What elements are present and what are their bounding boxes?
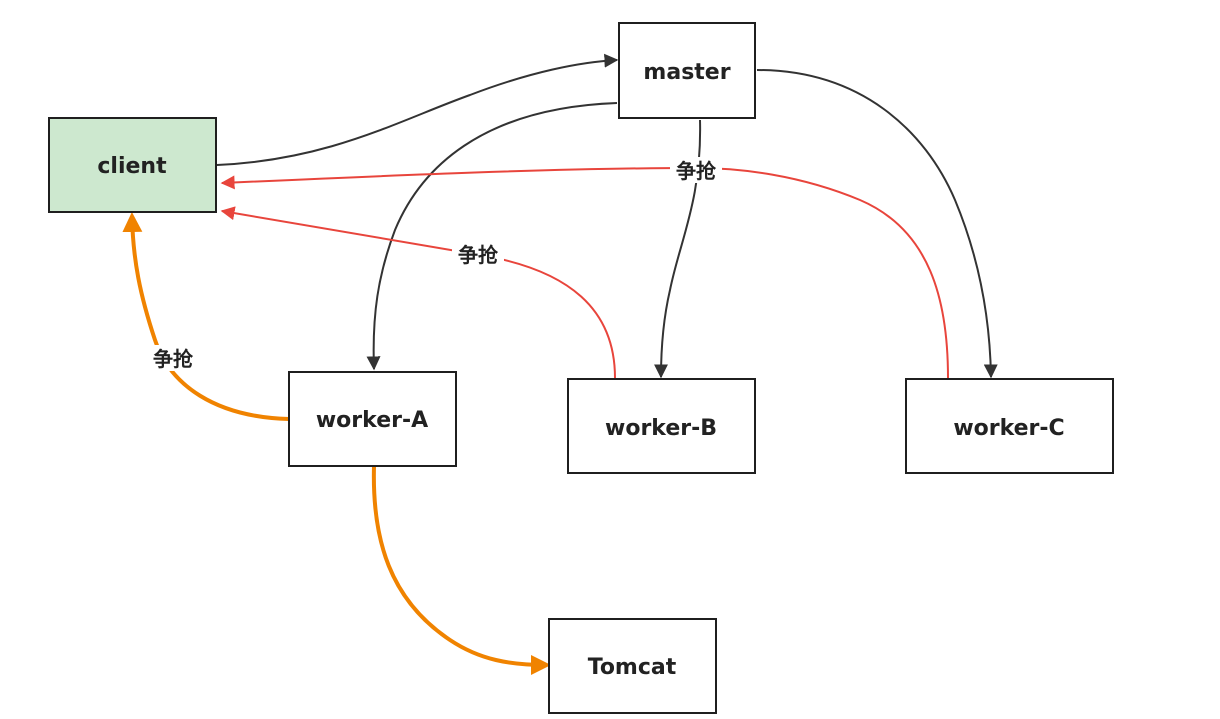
edge-label-text: 争抢 [676,159,717,183]
edge-label-text: 争抢 [458,243,499,267]
edge-client-to-master [216,53,619,166]
node-worker-a-label: worker-A [316,408,428,433]
edge-label-text: 争抢 [153,347,194,371]
node-tomcat-label: Tomcat [588,655,677,680]
node-tomcat[interactable]: Tomcat [548,618,717,714]
node-worker-a[interactable]: worker-A [288,371,457,467]
edge-master-to-worker-c [756,69,998,379]
edge-label-worker-b-to-client: 争抢 [452,241,504,267]
edge-worker-a-to-client [122,212,290,421]
node-worker-c-label: worker-C [953,416,1064,441]
edge-label-worker-a-to-client: 争抢 [147,345,199,371]
node-worker-b[interactable]: worker-B [567,378,756,474]
edge-worker-a-to-tomcat [371,465,551,675]
node-master-label: master [643,60,730,85]
edge-label-worker-c-to-client: 争抢 [670,157,722,183]
node-worker-b-label: worker-B [605,416,717,441]
node-client-label: client [97,154,167,179]
node-worker-c[interactable]: worker-C [905,378,1114,474]
node-master[interactable]: master [618,22,756,119]
node-client[interactable]: client [48,117,217,213]
edge-worker-c-to-client [220,166,949,379]
edge-master-to-worker-a [366,102,618,371]
edge-worker-b-to-client [220,206,616,379]
